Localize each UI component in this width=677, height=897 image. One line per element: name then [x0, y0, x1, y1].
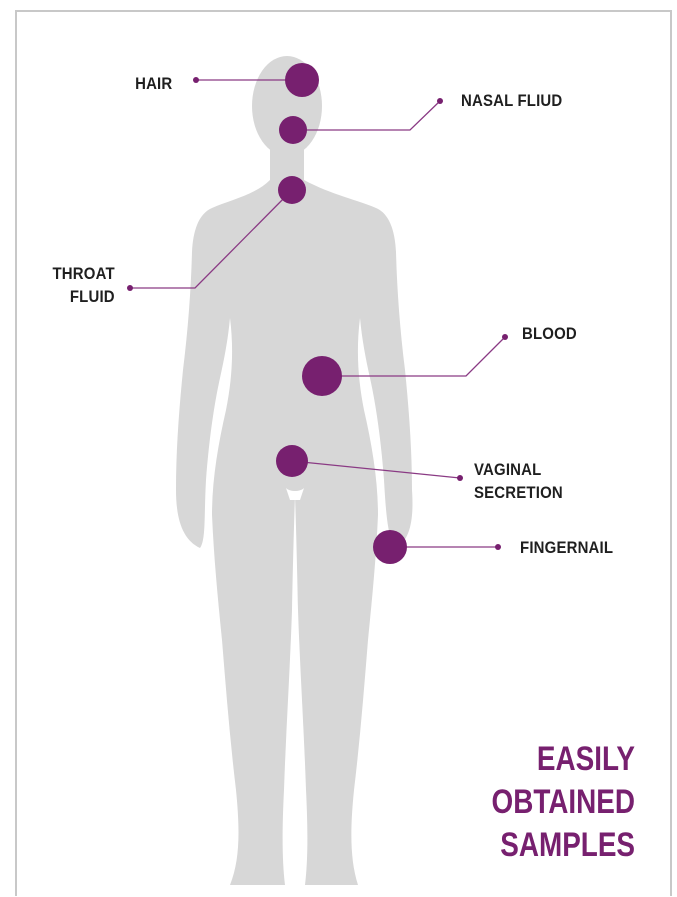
- title-line3: SAMPLES: [491, 824, 635, 867]
- vaginal-secretion-marker: [276, 445, 308, 477]
- nasal-fluid-endpoint-dot: [437, 98, 443, 104]
- throat-fluid-label-line1: THROAT: [53, 262, 115, 285]
- nasal-fluid-label: NASAL FLIUD: [461, 89, 562, 112]
- hair-marker: [285, 63, 319, 97]
- blood-label-text: BLOOD: [522, 324, 577, 343]
- vaginal-secretion-label-line2: SECRETION: [474, 481, 563, 504]
- blood-endpoint-dot: [502, 334, 508, 340]
- hair-label-text: HAIR: [135, 74, 172, 93]
- throat-fluid-label-line2: FLUID: [53, 285, 115, 308]
- fingernail-endpoint-dot: [495, 544, 501, 550]
- fingernail-label: FINGERNAIL: [520, 536, 613, 559]
- diagram-title: EASILY OBTAINED SAMPLES: [491, 738, 635, 867]
- vaginal-secretion-label: VAGINAL SECRETION: [474, 458, 563, 504]
- title-line2: OBTAINED: [491, 781, 635, 824]
- blood-label: BLOOD: [522, 322, 577, 345]
- nasal-fluid-label-text: NASAL FLIUD: [461, 91, 562, 110]
- throat-fluid-endpoint-dot: [127, 285, 133, 291]
- title-line1: EASILY: [491, 738, 635, 781]
- fingernail-marker: [373, 530, 407, 564]
- throat-fluid-label: THROAT FLUID: [53, 262, 115, 308]
- fingernail-label-text: FINGERNAIL: [520, 538, 613, 557]
- throat-fluid-marker: [278, 176, 306, 204]
- hair-label: HAIR: [135, 72, 172, 95]
- vaginal-secretion-endpoint-dot: [457, 475, 463, 481]
- hair-endpoint-dot: [193, 77, 199, 83]
- vaginal-secretion-label-line1: VAGINAL: [474, 458, 563, 481]
- nasal-fluid-marker: [279, 116, 307, 144]
- blood-marker: [302, 356, 342, 396]
